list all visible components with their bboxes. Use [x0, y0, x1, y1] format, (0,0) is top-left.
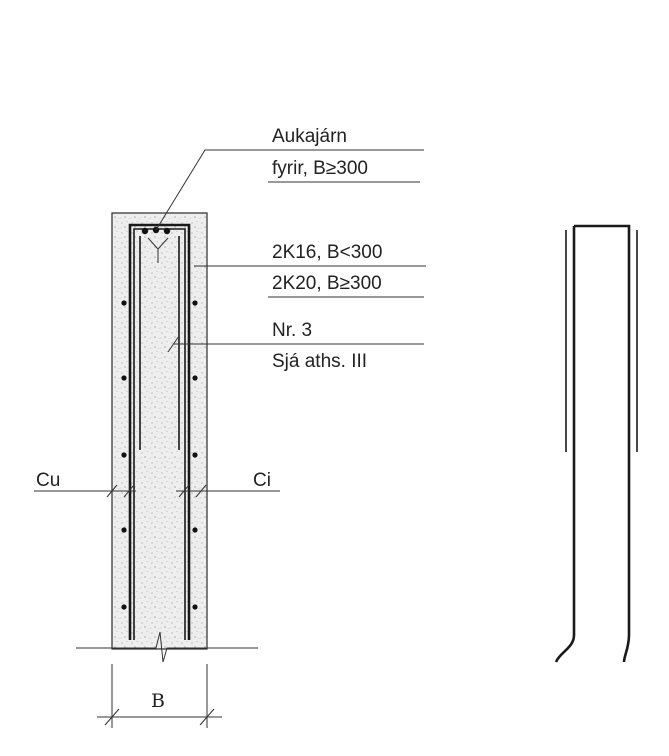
leader-extra-bars	[155, 149, 260, 231]
cover-dim-tick	[106, 484, 118, 498]
horizontal-bar-dot	[192, 604, 198, 610]
main-bars-label-line2: 2K20, B≥300	[272, 273, 382, 294]
horizontal-bar-dot	[121, 452, 127, 458]
extra-bars-label-line1: Aukajárn	[272, 126, 347, 147]
extra-bars-label-line2: fyrir, B≥300	[272, 158, 368, 179]
cover-outer-label: Cu	[36, 470, 60, 491]
annotation-extra-bars: Aukajárn fyrir, B≥300	[249, 126, 424, 183]
horizontal-bar-dot	[121, 300, 127, 306]
width-label: B	[151, 690, 165, 712]
cover-dim-tick	[195, 484, 207, 498]
horizontal-bar-dot	[192, 375, 198, 381]
u-bar-shape	[574, 224, 631, 663]
main-rebar-u-inner	[133, 228, 186, 640]
cover-dim-tick	[123, 484, 135, 498]
horizontal-bar-dot	[192, 300, 198, 306]
stirrup-label-line1: Nr. 3	[272, 320, 312, 341]
base-line	[76, 631, 258, 663]
leader-stirrup	[167, 335, 262, 353]
annotation-stirrup: Nr. 3 Sjá aths. III	[262, 320, 424, 372]
extra-bar-hook	[147, 237, 169, 263]
bar-shape-detail	[554, 224, 638, 663]
width-dim-tick	[199, 708, 215, 726]
main-bars-label-line1: 2K16, B<300	[272, 242, 382, 263]
horizontal-bar-dot	[192, 527, 198, 533]
cover-dim-tick	[178, 484, 190, 498]
extra-bar-dot	[163, 227, 171, 235]
extra-bar-dot	[141, 227, 149, 235]
annotation-main-bars: 2K16, B<300 2K20, B≥300	[262, 242, 426, 298]
u-bar-shape-left	[554, 226, 576, 663]
horizontal-bar-dot	[121, 604, 127, 610]
wall-section	[34, 149, 280, 728]
width-dim-tick	[104, 708, 120, 726]
cover-inner-label: Ci	[253, 470, 271, 491]
horizontal-bar-dot	[192, 452, 198, 458]
horizontal-bar-dot	[121, 375, 127, 381]
concrete-wall	[111, 212, 208, 650]
horizontal-bar-dot	[121, 527, 127, 533]
stirrup-label-line2: Sjá aths. III	[272, 351, 367, 372]
